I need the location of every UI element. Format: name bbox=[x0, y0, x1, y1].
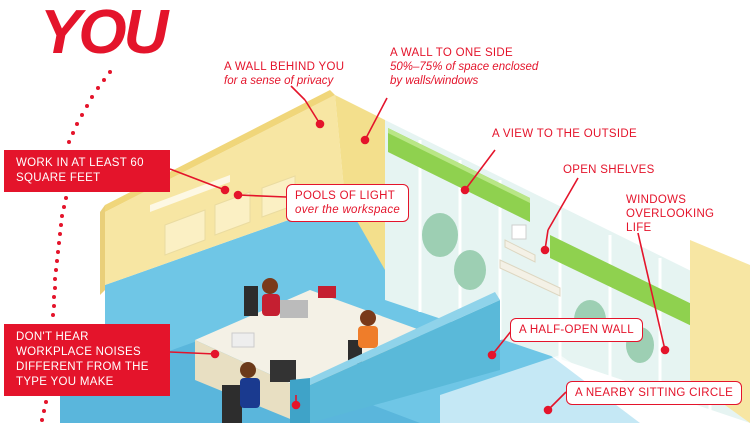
callout-wall-behind: A WALL BEHIND YOU for a sense of privacy bbox=[224, 60, 344, 88]
callout-open-shelves-title: OPEN SHELVES bbox=[563, 164, 655, 176]
square-feet-box: WORK IN AT LEAST 60 SQUARE FEET bbox=[4, 150, 170, 192]
callout-pools-light-sub: over the workspace bbox=[295, 204, 401, 216]
person-red bbox=[244, 278, 308, 318]
callout-windows-life: WINDOWS OVERLOOKING LIFE bbox=[626, 193, 714, 235]
half-wall bbox=[290, 292, 500, 423]
headline: YOU bbox=[40, 0, 168, 67]
shelves bbox=[499, 224, 561, 297]
callout-wall-side: A WALL TO ONE SIDE 50%–75% of space encl… bbox=[390, 46, 538, 88]
callout-half-open-wall: A HALF-OPEN WALL bbox=[510, 318, 643, 342]
callout-wall-side-sub2: by walls/windows bbox=[390, 75, 479, 87]
callout-open-shelves: OPEN SHELVES bbox=[563, 163, 655, 177]
noises-box: DON'T HEAR WORKPLACE NOISES DIFFERENT FR… bbox=[4, 324, 170, 396]
pointer-lines bbox=[169, 85, 670, 415]
callout-half-open-wall-title: A HALF-OPEN WALL bbox=[519, 324, 634, 336]
callout-view-outside: A VIEW TO THE OUTSIDE bbox=[492, 127, 637, 141]
callout-windows-life-line1: WINDOWS bbox=[626, 194, 687, 206]
side-wall bbox=[335, 95, 385, 270]
window-ledge bbox=[388, 128, 530, 222]
callout-windows-life-line3: LIFE bbox=[626, 222, 652, 234]
person-blue bbox=[222, 360, 296, 423]
callout-wall-behind-sub: for a sense of privacy bbox=[224, 75, 334, 87]
callout-wall-behind-title: A WALL BEHIND YOU bbox=[224, 61, 345, 73]
callout-wall-side-sub1: 50%–75% of space enclosed bbox=[390, 61, 539, 73]
callout-pools-light-title: POOLS OF LIGHT bbox=[295, 190, 396, 202]
callout-wall-side-title: A WALL TO ONE SIDE bbox=[390, 47, 513, 59]
callout-view-outside-title: A VIEW TO THE OUTSIDE bbox=[492, 128, 637, 140]
callout-windows-life-line2: OVERLOOKING bbox=[626, 208, 715, 220]
callout-pools-light: POOLS OF LIGHT over the workspace bbox=[286, 184, 410, 222]
callout-sitting-circle: A NEARBY SITTING CIRCLE bbox=[566, 381, 743, 405]
sitting-circle bbox=[440, 355, 660, 423]
callout-sitting-circle-title: A NEARBY SITTING CIRCLE bbox=[575, 387, 734, 399]
